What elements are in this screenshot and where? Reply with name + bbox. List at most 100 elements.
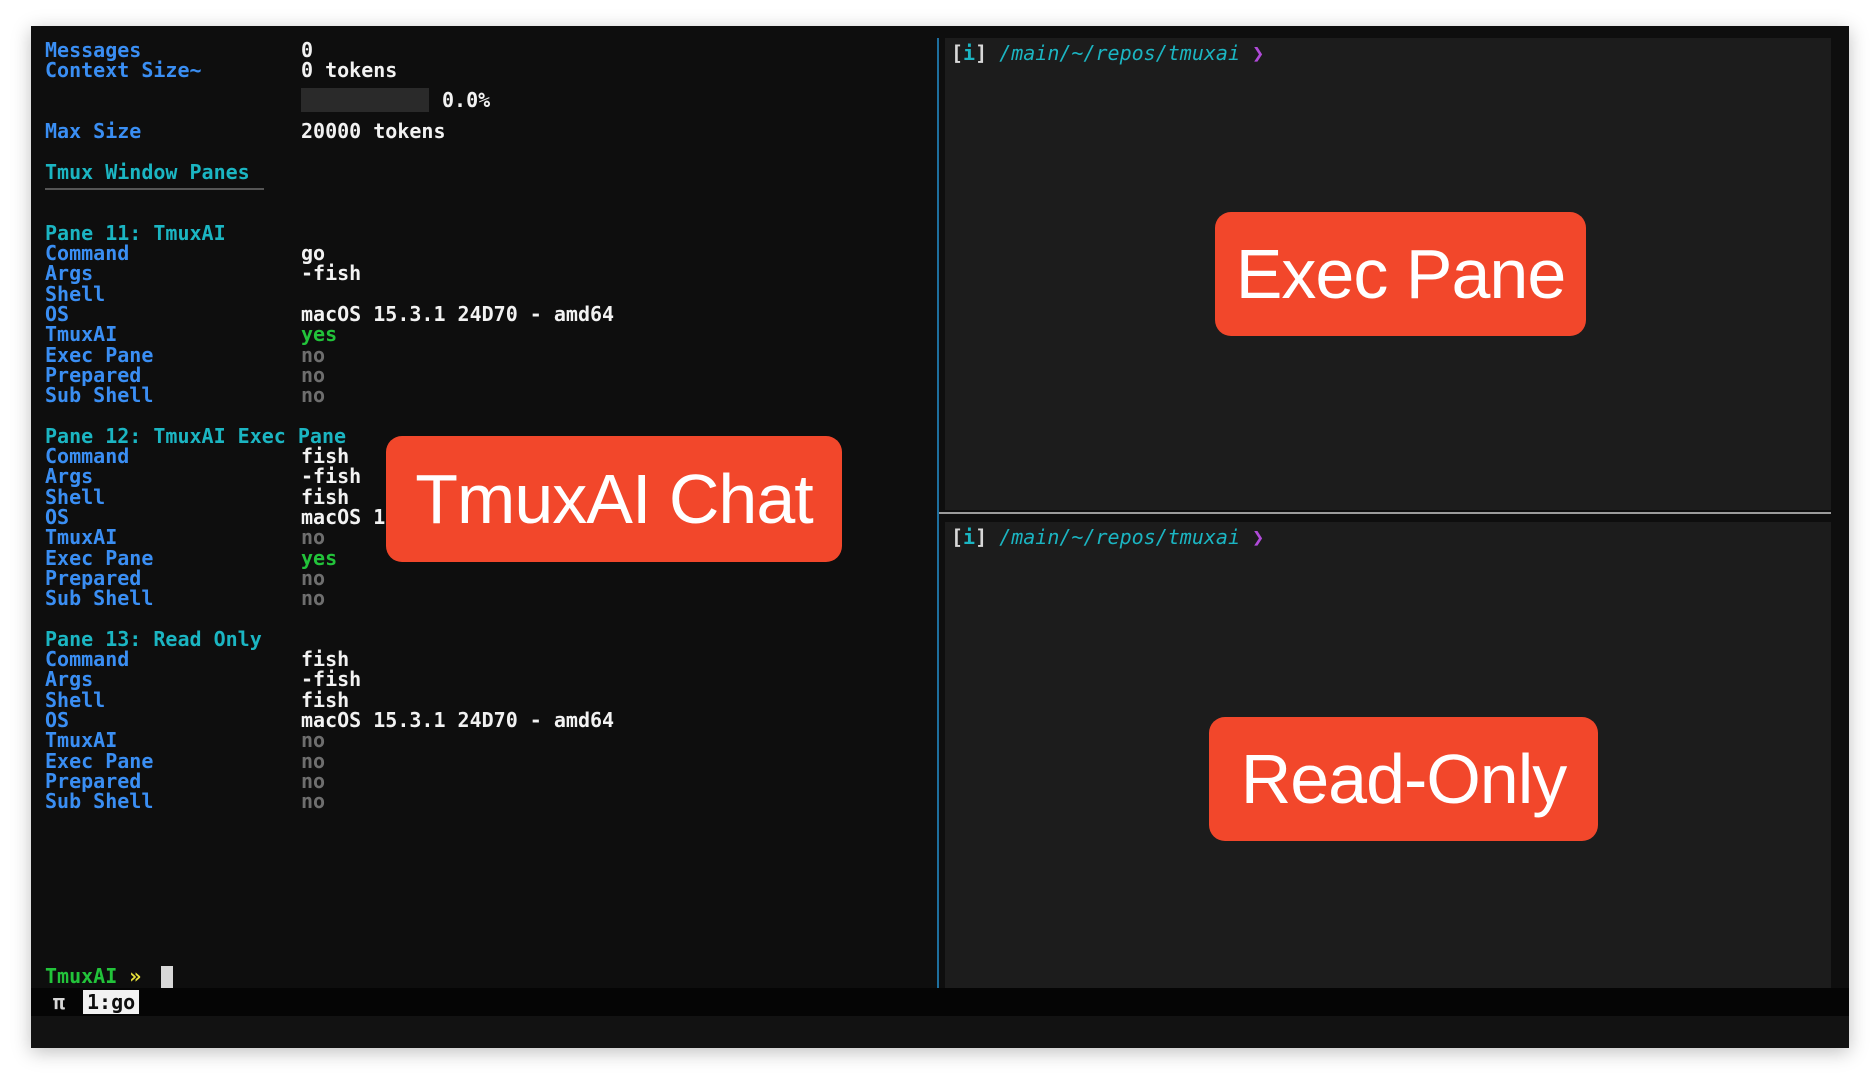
- field-value: macOS 15.3.1 24D70 - amd64: [301, 302, 615, 326]
- pane-13-os-row: OS macOS 15.3.1 24D70 - amd64: [45, 708, 614, 732]
- pane-11-sub-shell-row: Sub Shell no: [45, 383, 325, 407]
- text-cursor: [161, 966, 173, 988]
- field-value: no: [301, 769, 326, 793]
- window-tab-1[interactable]: 1:go: [83, 990, 140, 1014]
- field-label: Exec Pane: [45, 546, 154, 570]
- terminal-window: Messages 0 Context Size~ 0 tokens 0.0% M…: [31, 26, 1849, 1048]
- field-value: no: [301, 586, 326, 610]
- section-title: Tmux Window Panes: [45, 160, 250, 184]
- context-size-row: Context Size~ 0 tokens: [45, 58, 397, 82]
- field-value: no: [301, 728, 326, 752]
- pane-13-exec-pane-row: Exec Pane no: [45, 749, 325, 773]
- chat-prompt[interactable]: TmuxAI »: [45, 964, 141, 988]
- field-label: Command: [45, 647, 130, 671]
- pane-12-tmuxai-row: TmuxAI no: [45, 525, 325, 549]
- field-label: Sub Shell: [45, 383, 154, 407]
- field-label: OS: [45, 505, 70, 529]
- field-label: Prepared: [45, 363, 142, 387]
- context-progress-percent: 0.0%: [442, 88, 491, 112]
- field-value: no: [301, 525, 326, 549]
- field-label: OS: [45, 302, 70, 326]
- pane-12-shell-row: Shell fish: [45, 485, 349, 509]
- field-value: no: [301, 749, 326, 773]
- pane-13-tmuxai-row: TmuxAI no: [45, 728, 325, 752]
- chat-prompt-label: TmuxAI: [45, 964, 118, 988]
- read-only-shell-prompt: [i] /main/~/repos/tmuxai ❯: [951, 525, 1264, 549]
- window-bottom-strip: [31, 1016, 1849, 1048]
- field-label: Command: [45, 241, 130, 265]
- tmux-status-bar: π 1:go: [31, 988, 1849, 1016]
- field-label: Shell: [45, 282, 106, 306]
- field-value: yes: [301, 322, 338, 346]
- exec-pane-label: Exec Pane: [1215, 212, 1586, 336]
- chat-prompt-arrow-icon: »: [129, 964, 142, 988]
- exec-shell-prompt: [i] /main/~/repos/tmuxai ❯: [951, 41, 1264, 65]
- field-label: Prepared: [45, 769, 142, 793]
- pane-12-title: Pane 12: TmuxAI Exec Pane: [45, 424, 347, 448]
- pane-13-title: Pane 13: Read Only: [45, 627, 262, 651]
- read-only-label: Read-Only: [1209, 717, 1598, 841]
- field-label: Exec Pane: [45, 343, 154, 367]
- field-value: -fish: [301, 667, 362, 691]
- context-size-value: 0 tokens: [301, 58, 398, 82]
- prompt-bracket-close: ]: [975, 525, 988, 549]
- field-value: -fish: [301, 261, 362, 285]
- prompt-bracket-open: [: [951, 41, 964, 65]
- field-label: Command: [45, 444, 130, 468]
- max-size-value: 20000 tokens: [301, 119, 446, 143]
- field-label: Args: [45, 261, 94, 285]
- messages-label: Messages: [45, 38, 142, 62]
- field-value: fish: [301, 485, 350, 509]
- context-progress-bar: [301, 88, 429, 112]
- field-label: Shell: [45, 485, 106, 509]
- field-label: TmuxAI: [45, 728, 118, 752]
- vertical-pane-divider[interactable]: [937, 38, 939, 988]
- context-size-label: Context Size~: [45, 58, 202, 82]
- pane-11-command-row: Command go: [45, 241, 325, 265]
- field-value: fish: [301, 444, 350, 468]
- pane-13-shell-row: Shell fish: [45, 688, 349, 712]
- horizontal-pane-divider[interactable]: [939, 512, 1831, 514]
- field-label: TmuxAI: [45, 525, 118, 549]
- max-size-label: Max Size: [45, 119, 142, 143]
- pane-11-prepared-row: Prepared no: [45, 363, 325, 387]
- session-symbol: π: [53, 990, 66, 1014]
- field-value: fish: [301, 647, 350, 671]
- pane-13-sub-shell-row: Sub Shell no: [45, 789, 325, 813]
- prompt-path: /main/~/repos/tmuxai: [999, 41, 1241, 65]
- field-value: no: [301, 789, 326, 813]
- prompt-bracket-close: ]: [975, 41, 988, 65]
- field-value: macOS 15.3.1 24D70 - amd64: [301, 708, 615, 732]
- field-label: Prepared: [45, 566, 142, 590]
- section-divider: [45, 188, 264, 190]
- prompt-bracket-open: [: [951, 525, 964, 549]
- prompt-chevron-icon: ❯: [1252, 41, 1265, 65]
- field-label: Sub Shell: [45, 586, 154, 610]
- field-value: no: [301, 383, 326, 407]
- pane-11-os-row: OS macOS 15.3.1 24D70 - amd64: [45, 302, 614, 326]
- field-value: no: [301, 566, 326, 590]
- prompt-mode: i: [963, 41, 976, 65]
- pane-12-exec-pane-row: Exec Pane yes: [45, 546, 337, 570]
- pane-13-args-row: Args -fish: [45, 667, 361, 691]
- field-label: TmuxAI: [45, 322, 118, 346]
- field-label: OS: [45, 708, 70, 732]
- prompt-mode: i: [963, 525, 976, 549]
- max-size-row: Max Size 20000 tokens: [45, 119, 446, 143]
- pane-13-prepared-row: Prepared no: [45, 769, 325, 793]
- prompt-path: /main/~/repos/tmuxai: [999, 525, 1241, 549]
- field-label: Sub Shell: [45, 789, 154, 813]
- pane-12-command-row: Command fish: [45, 444, 349, 468]
- pane-12-prepared-row: Prepared no: [45, 566, 325, 590]
- pane-13-command-row: Command fish: [45, 647, 349, 671]
- field-label: Exec Pane: [45, 749, 154, 773]
- pane-11-args-row: Args -fish: [45, 261, 361, 285]
- field-label: Shell: [45, 688, 106, 712]
- field-value: no: [301, 343, 326, 367]
- pane-11-title: Pane 11: TmuxAI: [45, 221, 226, 245]
- field-value: -fish: [301, 464, 362, 488]
- pane-11-exec-pane-row: Exec Pane no: [45, 343, 325, 367]
- field-value: no: [301, 363, 326, 387]
- tmuxai-chat-label: TmuxAI Chat: [386, 436, 842, 562]
- field-label: Args: [45, 464, 94, 488]
